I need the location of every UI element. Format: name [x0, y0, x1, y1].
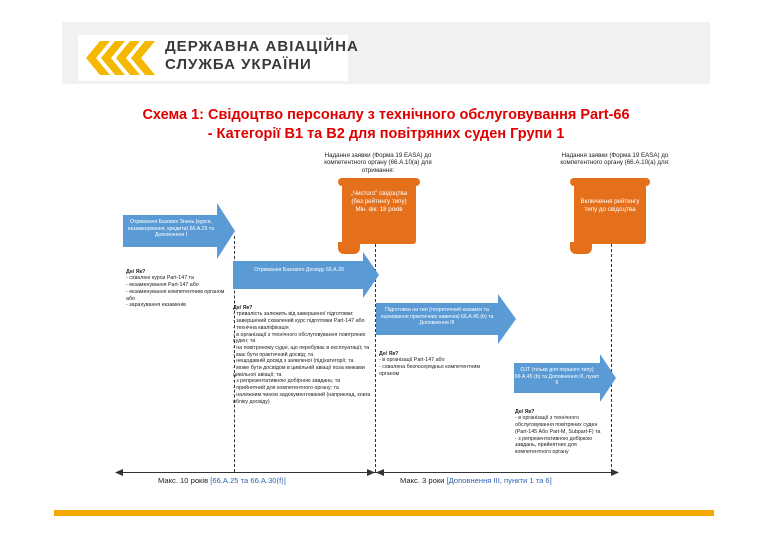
- basic-experience-label: Отримання Базового Досвіду 66.А.30: [254, 267, 344, 273]
- type-training-label: Підготовка на тип (теоретичний екзамен т…: [380, 307, 494, 327]
- scroll-top-roll: [338, 178, 420, 186]
- agency-logo: ДЕРЖАВНА АВІАЦІЙНА СЛУЖБА УКРАЇНИ: [78, 35, 358, 81]
- ojt-note-text: - в організації з технічного обслуговува…: [515, 415, 601, 455]
- ojt-arrow: OJT (тільки для першого типу) 66.А.45 (b…: [514, 354, 616, 402]
- basic-knowledge-arrow: Отримання Базових Знань (курси, екзамену…: [123, 203, 235, 259]
- max-10-years-ref: [66.А.25 та 66.А.30(f)]: [210, 476, 286, 485]
- footer-bar: [54, 510, 714, 516]
- ojt-label: OJT (тільки для першого типу) 66.А.45 (b…: [514, 367, 600, 387]
- ojt-note: Де/ Як? - в організації з технічного обс…: [515, 402, 609, 462]
- max-3-years-text: Макс. 3 роки: [400, 476, 445, 485]
- logo-line-1: ДЕРЖАВНА АВІАЦІЙНА: [165, 38, 359, 55]
- type-training-note: Де/ Як? - в організації Part-147 або - с…: [379, 344, 501, 384]
- chevrons-icon: [86, 41, 155, 75]
- basic-knowledge-label: Отримання Базових Знань (курси, екзамену…: [127, 219, 215, 239]
- type-training-note-heading: Де/ Як?: [379, 350, 399, 357]
- scroll-top-roll-2: [570, 178, 650, 186]
- type-rating-text: Включення рейтингу типу до свідоцтва: [580, 198, 640, 213]
- title-line-1: Схема 1: Свідоцтво персоналу з технічног…: [142, 107, 630, 123]
- experience-note-heading: Де/ Як?: [233, 304, 253, 311]
- timeline-arrowheads: [115, 469, 619, 476]
- max-10-years-label: Макс. 10 років [66.А.25 та 66.А.30(f)]: [158, 476, 286, 485]
- knowledge-note: Де/ Як? - схвалені курси Part-147 та - е…: [126, 262, 234, 316]
- clean-license-text: „Чистого" свідоцтва (без рейтингу типу) …: [350, 190, 408, 213]
- max-10-years-text: Макс. 10 років: [158, 476, 209, 485]
- logo-line-2: СЛУЖБА УКРАЇНИ: [165, 56, 312, 73]
- max-3-years-ref: [Доповнення III, пункти 1 та 6]: [446, 476, 552, 485]
- basic-experience-arrow: Отримання Базового Досвіду 66.А.30: [233, 252, 379, 298]
- dashed-line-1: [234, 236, 235, 472]
- title-line-2: - Категорії В1 та В2 для повітряних суде…: [207, 126, 565, 142]
- type-training-note-text: - в організації Part-147 або - схвалена …: [379, 357, 481, 377]
- scroll-bottom-roll-2: [570, 242, 592, 254]
- knowledge-note-text: - схвалені курси Part-147 та - екзаменув…: [126, 275, 225, 309]
- scroll-bottom-roll: [338, 242, 360, 254]
- ojt-note-heading: Де/ Як?: [515, 408, 535, 415]
- experience-note-text: - тривалість залежить від завершеної під…: [233, 311, 371, 405]
- knowledge-note-heading: Де/ Як?: [126, 268, 146, 275]
- clean-license-scroll: „Чистого" свідоцтва (без рейтингу типу) …: [342, 184, 416, 244]
- type-rating-scroll: Включення рейтингу типу до свідоцтва: [574, 184, 646, 244]
- diagram-title: Схема 1: Свідоцтво персоналу з технічног…: [62, 106, 710, 144]
- experience-note: Де/ Як? - тривалість залежить від заверш…: [233, 298, 375, 412]
- application-second: Надання заявки (Форма 19 EASA) до компет…: [560, 152, 670, 167]
- type-training-arrow: Підготовка на тип (теоретичний екзамен т…: [376, 294, 516, 344]
- application-first: Надання заявки (Форма 19 EASA) до компет…: [324, 152, 432, 174]
- dashed-line-2: [375, 244, 376, 472]
- max-3-years-label: Макс. 3 роки [Доповнення III, пункти 1 т…: [400, 476, 552, 485]
